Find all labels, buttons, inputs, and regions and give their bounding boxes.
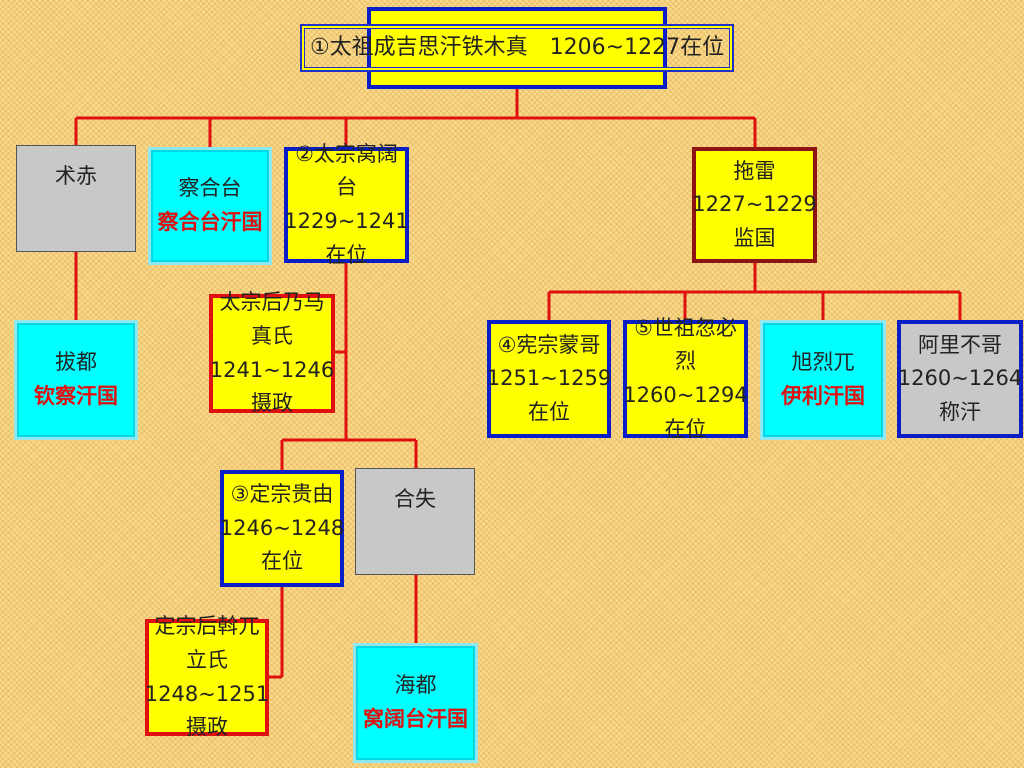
node-mongke-reign: 1251~1259在位 bbox=[486, 366, 612, 424]
node-ariqboke-name: 阿里不哥 bbox=[918, 332, 1002, 357]
node-ogedei-reign: 1229~1241在位 bbox=[284, 209, 409, 267]
node-ariqboke-claim: 1260~1264称汗 bbox=[897, 366, 1023, 424]
node-hulagu: 旭烈兀 伊利汗国 bbox=[760, 320, 886, 440]
node-batu-khanate: 钦察汗国 bbox=[34, 384, 118, 408]
node-hulagu-name: 旭烈兀 bbox=[791, 350, 855, 375]
node-kaidu-khanate: 窝阔台汗国 bbox=[363, 707, 468, 731]
node-kublai-reign: 1260~1294在位 bbox=[623, 383, 748, 441]
node-mongke-name: ④宪宗蒙哥 bbox=[497, 332, 601, 357]
node-jochi-name: 术赤 bbox=[55, 164, 97, 188]
node-kashin-name: 合失 bbox=[394, 487, 436, 511]
node-kaidu: 海都 窝阔台汗国 bbox=[353, 643, 478, 763]
node-batu: 拔都 钦察汗国 bbox=[14, 320, 138, 440]
node-toregene: 太宗后乃马真氏 1241~1246摄政 bbox=[209, 290, 335, 415]
node-toregene-name: 太宗后乃马真氏 bbox=[219, 290, 325, 348]
node-oghul-name: 定宗后斡兀立氏 bbox=[154, 614, 260, 672]
node-guyuk: ③定宗贵由 1246~1248在位 bbox=[220, 470, 344, 587]
node-batu-name: 拔都 bbox=[55, 350, 97, 375]
node-kublai-name: ⑤世祖忽必烈 bbox=[634, 315, 737, 374]
node-kaidu-name: 海都 bbox=[394, 673, 437, 698]
node-hulagu-khanate: 伊利汗国 bbox=[781, 384, 865, 408]
node-chagatai-name: 察合台 bbox=[178, 176, 242, 201]
node-tolui-reign: 1227~1229监国 bbox=[692, 192, 817, 250]
node-ogedei-name: ②太宗窝阔台 bbox=[295, 141, 398, 200]
node-oghul-regency: 1248~1251摄政 bbox=[144, 681, 270, 740]
node-tolui-name: 拖雷 bbox=[733, 158, 776, 183]
node-guyuk-reign: 1246~1248在位 bbox=[219, 515, 345, 574]
node-genghis-khan-label: ①太祖成吉思汗铁木真 1206~1227在位 bbox=[299, 24, 735, 72]
node-chagatai: 察合台 察合台汗国 bbox=[148, 147, 272, 265]
node-tolui: 拖雷 1227~1229监国 bbox=[692, 147, 817, 263]
node-jochi: 术赤 bbox=[16, 145, 136, 252]
node-guyuk-name: ③定宗贵由 bbox=[230, 482, 334, 507]
node-ogedei: ②太宗窝阔台 1229~1241在位 bbox=[284, 142, 409, 267]
node-oghul-qaimish: 定宗后斡兀立氏 1248~1251摄政 bbox=[145, 614, 269, 739]
node-genghis-khan: ①太祖成吉思汗铁木真 1206~1227在位 bbox=[299, 7, 735, 89]
node-toregene-regency: 1241~1246摄政 bbox=[209, 357, 335, 416]
node-mongke: ④宪宗蒙哥 1251~1259在位 bbox=[487, 320, 611, 438]
node-kashin: 合失 bbox=[355, 468, 475, 575]
node-chagatai-khanate: 察合台汗国 bbox=[157, 210, 263, 234]
node-kublai: ⑤世祖忽必烈 1260~1294在位 bbox=[623, 316, 748, 441]
node-ariqboke: 阿里不哥 1260~1264称汗 bbox=[897, 320, 1023, 438]
